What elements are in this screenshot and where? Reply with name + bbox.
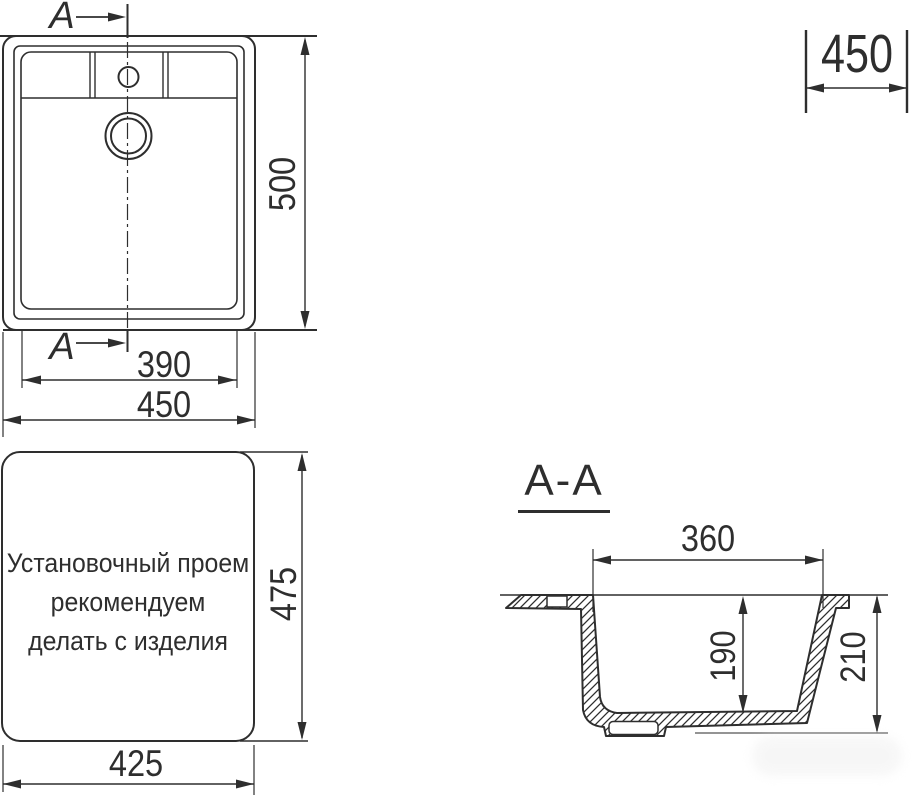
cutout-outline [1, 451, 308, 742]
dimension-450-bottom [2, 332, 256, 437]
dim-label-500: 500 [262, 156, 303, 212]
dim-label-360: 360 [680, 518, 736, 559]
dimension-190 [738, 596, 748, 713]
dimension-500 [300, 37, 310, 329]
section-arrow-label-top: A [49, 0, 75, 37]
dim-label-425: 425 [108, 743, 164, 784]
section-title: A-A [511, 456, 617, 513]
section-arrow-label-bottom: A [49, 325, 75, 368]
dimension-360 [592, 549, 824, 612]
dimension-390 [21, 331, 238, 388]
dim-label-210: 210 [834, 631, 873, 683]
cutout-note-line-3: делать с изделия [28, 625, 228, 656]
watermark-smudge [752, 736, 902, 776]
dimension-425 [2, 745, 255, 795]
faucet-deck [21, 52, 237, 99]
dimension-210 [872, 595, 882, 733]
dim-label-475: 475 [263, 566, 304, 622]
cutout-note-line-2: рекомендуем [50, 586, 206, 617]
cutout-note-line-1: Установочный проем [6, 547, 250, 578]
drain-boss-slot [608, 720, 659, 736]
drain-hole [104, 112, 153, 160]
top-view-outline [0, 35, 317, 331]
section-title-text: A-A [518, 456, 610, 513]
faucet-hole [117, 66, 140, 88]
dimension-475 [297, 453, 307, 740]
dim-label-450-bottom: 450 [136, 384, 192, 425]
section-cut-line [76, 4, 129, 352]
width-callout-label-450: 450 [820, 24, 894, 84]
dim-label-390: 390 [136, 344, 192, 385]
dim-label-190: 190 [704, 630, 743, 682]
width-callout-450 [804, 30, 909, 113]
